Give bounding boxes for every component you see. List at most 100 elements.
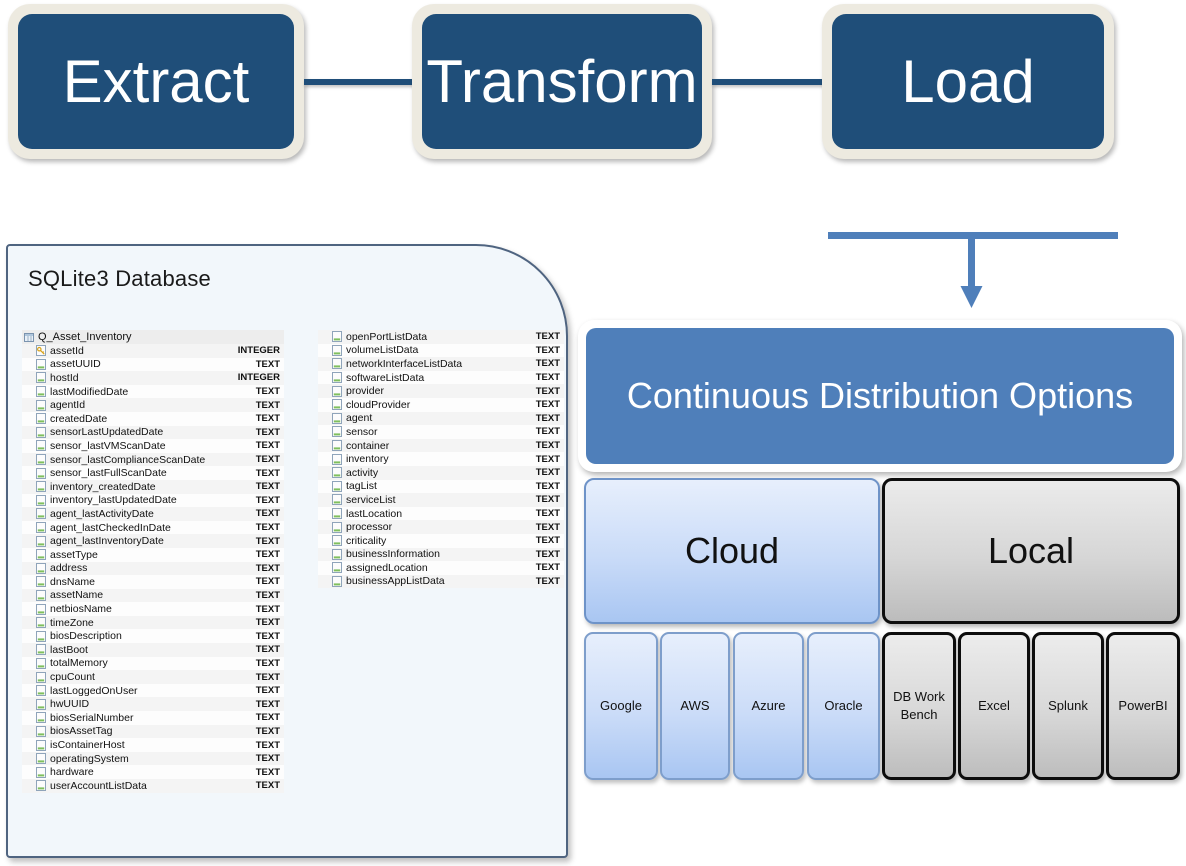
etl-step-extract[interactable]: Extract [8,4,304,159]
database-field-row[interactable]: activity TEXT [318,465,564,480]
database-field-row[interactable]: processor TEXT [318,520,564,534]
etl-step-load[interactable]: Load [822,4,1114,159]
database-field-name: activity [346,466,379,479]
distribution-tile-powerbi[interactable]: PowerBI [1106,632,1180,780]
column-icon [332,535,342,547]
database-field-name: agent_lastInventoryDate [50,535,164,548]
distribution-group-cloud[interactable]: Cloud [584,478,880,624]
database-field-type: TEXT [255,603,280,615]
database-table-header[interactable]: Q_Asset_Inventory [22,330,284,344]
column-icon [332,467,342,479]
distribution-tile-excel[interactable]: Excel [958,632,1030,780]
distribution-tile-azure[interactable]: Azure [733,632,804,780]
database-field-name: agent [346,412,373,425]
column-icon [36,644,46,656]
distribution-tile-oracle[interactable]: Oracle [807,632,880,780]
column-icon [36,589,46,601]
database-field-type: TEXT [535,562,560,574]
column-icon [332,358,342,370]
database-field-name: processor [346,521,393,534]
etl-step-transform[interactable]: Transform [412,4,712,159]
database-field-type: TEXT [535,467,560,479]
database-field-name: sensor [346,425,378,438]
column-icon [36,766,46,778]
database-field-name: hwUUID [50,698,90,711]
database-field-type: TEXT [535,344,560,356]
database-field-type: TEXT [255,413,280,425]
continuous-distribution-options-panel[interactable]: Continuous Distribution Options [578,320,1182,472]
database-field-row[interactable]: agent TEXT [318,411,564,426]
database-field-name: userAccountListData [50,779,147,792]
column-icon [36,372,46,384]
database-field-type: TEXT [535,412,560,424]
column-icon [36,508,46,520]
database-field-name: businessAppListData [346,575,445,588]
primary-key-icon [36,345,46,357]
database-field-type: TEXT [255,766,280,778]
database-field-name: softwareListData [346,371,425,384]
distribution-tile-db-work-bench[interactable]: DB Work Bench [882,632,956,780]
database-field-type: TEXT [535,521,560,533]
distribution-tile-aws[interactable]: AWS [660,632,730,780]
database-field-type: TEXT [255,589,280,601]
database-field-type: TEXT [535,480,560,492]
column-icon [332,453,342,465]
distribution-tile-splunk[interactable]: Splunk [1032,632,1104,780]
distribution-group-local[interactable]: Local [882,478,1180,624]
database-field-type: TEXT [535,399,560,411]
distribution-tile-google[interactable]: Google [584,632,658,780]
